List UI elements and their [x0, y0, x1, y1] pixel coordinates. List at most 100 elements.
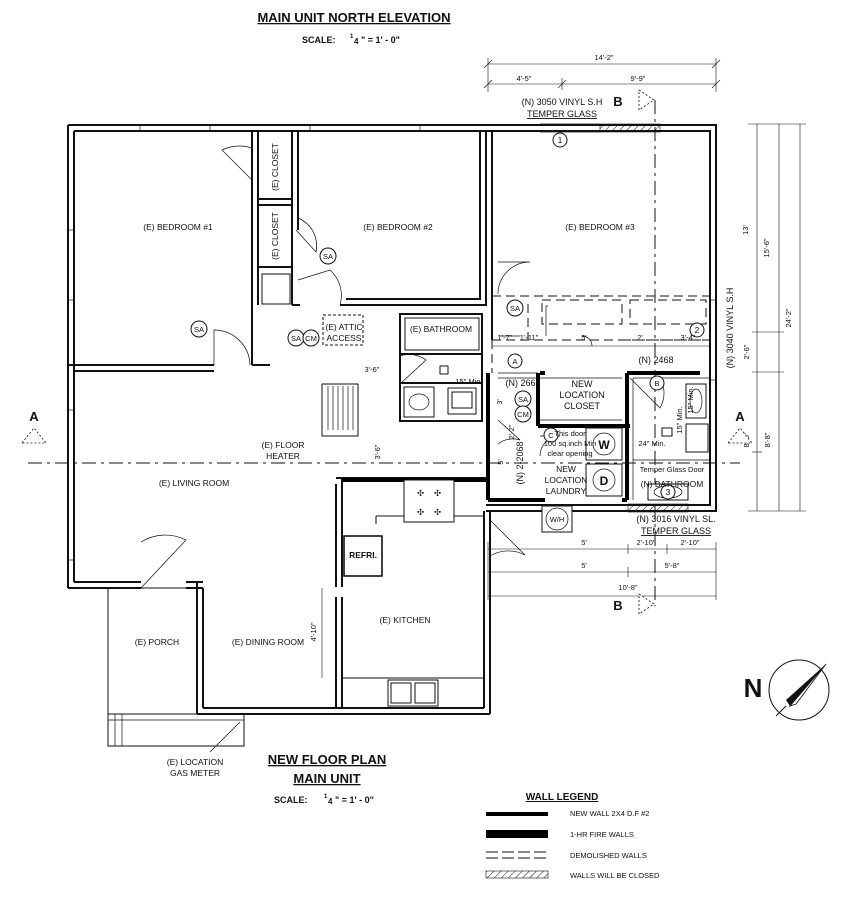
attic-access-box — [322, 314, 364, 346]
north-letter: N — [744, 673, 763, 703]
dim-b-10-8: 10'-8" — [618, 583, 637, 592]
room-bathroom: (E) BATHROOM — [410, 324, 472, 334]
tag-circles — [507, 132, 705, 500]
sa-new-hall: SA — [518, 395, 528, 404]
dim-1-11: 1'-11" — [520, 333, 539, 342]
room-porch: (E) PORCH — [135, 637, 179, 647]
legend-new-wall: NEW WALL 2X4 D.F #2 — [570, 809, 649, 818]
cm-new-hall: CM — [517, 410, 529, 419]
sa-bedroom3: SA — [510, 304, 520, 313]
min-15-bath: 15" Min. — [455, 377, 482, 386]
room-bedroom-3: (E) BEDROOM #3 — [565, 222, 635, 232]
porch-outline — [107, 587, 198, 715]
dim-right-8-8b: 8'-8" — [763, 432, 772, 447]
interior-walls — [68, 130, 493, 714]
cm-hall: CM — [305, 334, 317, 343]
legend-title: WALL LEGEND — [526, 792, 599, 803]
sa-bedroom1: SA — [194, 325, 204, 334]
north-arrow-icon — [768, 659, 830, 721]
floor-heater-1: (E) FLOOR — [262, 440, 305, 450]
dim-right-15-6: 15'-6" — [762, 238, 771, 257]
dim-b-5-8: 5'-8" — [665, 561, 680, 570]
room-closet-1: (E) CLOSET — [270, 143, 280, 191]
top-dimensions — [483, 58, 721, 92]
closed-wall-bottom — [627, 503, 689, 513]
window-3016-line1: (N) 3016 VINYL SL. — [636, 514, 715, 524]
elevation-title: MAIN UNIT NORTH ELEVATION — [257, 10, 450, 25]
door-swings — [140, 145, 665, 589]
svg-text:✣: ✣ — [417, 488, 425, 498]
stair-lines — [327, 386, 354, 430]
section-label-a-left: A — [29, 409, 39, 424]
dim-2: 2' — [637, 333, 643, 342]
refrigerator — [343, 535, 383, 577]
section-label-b-top: B — [613, 94, 622, 109]
door-note-1: This door — [554, 429, 586, 438]
dim-right-total: 24'-2" — [784, 308, 793, 327]
tag-a: A — [512, 357, 517, 366]
new-closet-1: NEW — [572, 379, 594, 389]
porch-steps — [107, 713, 245, 747]
tag-3: 3 — [666, 487, 671, 497]
door-2668: (N) 2668 — [505, 378, 540, 388]
dim-2-2: 2'-2" — [507, 424, 516, 439]
window-3016-line2: TEMPER GLASS — [641, 526, 711, 536]
closed-wall-top — [599, 123, 661, 133]
legend-fire-wall: 1-HR FIRE WALLS — [570, 830, 634, 839]
floor-heater-2: HEATER — [266, 451, 300, 461]
sa-bedroom2: SA — [323, 252, 333, 261]
room-living: (E) LIVING ROOM — [159, 478, 229, 488]
window-3040: (N) 3040 VINYL S.H — [725, 288, 735, 369]
plan-scale-value: " = 1' - 0" — [335, 795, 374, 805]
dim-b-5b: 5' — [581, 561, 587, 570]
bottom-dimensions — [487, 542, 717, 600]
elevation-scale-value: " = 1' - 0" — [361, 35, 400, 45]
window-3050-line1: (N) 3050 VINYL S.H — [522, 97, 603, 107]
dim-top-total: 14'-2" — [594, 53, 613, 62]
dim-b-5a: 5' — [581, 538, 587, 547]
room-closet-2: (E) CLOSET — [270, 212, 280, 260]
new-closet-3: CLOSET — [564, 401, 601, 411]
plan-subtitle: MAIN UNIT — [293, 771, 360, 786]
dim-3: 3' — [495, 399, 504, 405]
door-note-3: clear opening — [547, 449, 592, 458]
elevation-scale-label: SCALE: — [302, 35, 336, 45]
dim-4-10: 4'-10" — [309, 622, 318, 641]
gas-meter-1: (E) LOCATION — [167, 757, 224, 767]
section-marker-b-bottom — [638, 593, 655, 615]
legend-closed-swatch — [485, 870, 549, 879]
dim-1-7: 1'-7" — [498, 333, 513, 342]
laundry-appliances — [585, 427, 623, 497]
min-15-new-a: 15" Min. — [675, 406, 684, 433]
water-heater-label: W/H — [550, 515, 565, 524]
svg-text:✣: ✣ — [417, 507, 425, 517]
water-heater — [541, 505, 573, 533]
dim-right-2-6: 2'-6" — [742, 344, 751, 359]
washer-label: W — [598, 438, 610, 452]
door-2468: (N) 2468 — [638, 355, 673, 365]
room-attic-1: (E) ATTIC — [325, 322, 362, 332]
right-dimensions — [748, 123, 806, 512]
new-walls — [498, 372, 710, 500]
dim-3-6b: 3'-6" — [373, 444, 382, 459]
refri-label: REFRI. — [349, 550, 377, 560]
bathroom-fixtures — [403, 317, 480, 418]
legend-fire-wall-swatch — [486, 830, 548, 838]
door-2068: (N) 2-2068 — [515, 441, 525, 484]
room-attic-2: ACCESS — [327, 333, 362, 343]
exterior-walls — [67, 124, 717, 715]
room-bedroom-2: (E) BEDROOM #2 — [363, 222, 433, 232]
plan-scale-label: SCALE: — [274, 795, 308, 805]
section-label-a-right: A — [735, 409, 745, 424]
elevation-scale-den: 4 — [354, 37, 359, 46]
dim-5b: 5' — [496, 459, 505, 465]
new-closet-2: LOCATION — [559, 390, 604, 400]
room-dining: (E) DINING ROOM — [232, 637, 304, 647]
fire-walls — [342, 371, 700, 502]
section-marker-b-top — [638, 89, 655, 111]
legend-closed: WALLS WILL BE CLOSED — [570, 871, 660, 880]
plan-scale-den: 4 — [328, 797, 333, 806]
door-note-2: 100 sq.inch Min — [544, 439, 597, 448]
dim-top-left: 4'-5" — [517, 74, 532, 83]
dim-3-6a: 3'-6" — [365, 365, 380, 374]
